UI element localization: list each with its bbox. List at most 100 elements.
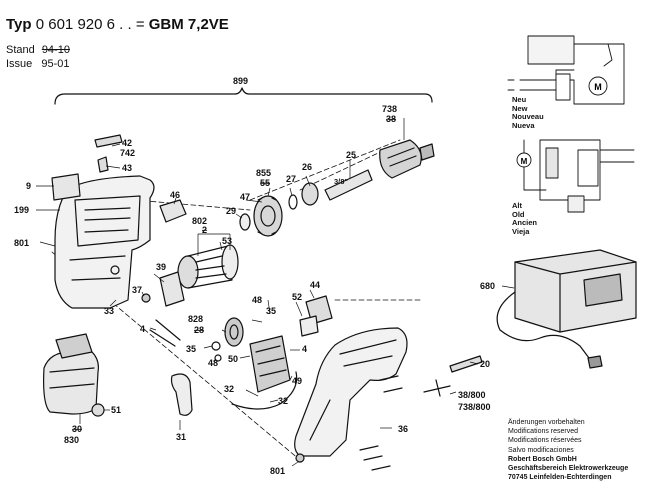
label-742: 742	[120, 148, 135, 158]
typ-model: GBM 7,2VE	[148, 16, 229, 33]
washer-29	[239, 213, 251, 231]
label-899: 899	[233, 76, 248, 86]
bearing-26	[301, 182, 319, 206]
label-37: 37	[132, 285, 142, 295]
typ-equals: =	[135, 16, 145, 33]
languages-new: Neu New Nouveau Nueva	[512, 95, 544, 130]
label-49: 49	[292, 376, 302, 386]
label-20: 20	[480, 359, 490, 369]
label-802: 802	[192, 216, 207, 226]
wiring-diagram-new	[507, 35, 625, 105]
stand-line: Stand 94-10	[6, 44, 70, 56]
issue-label: Issue	[6, 58, 33, 70]
lang-new-fr: Nouveau	[512, 112, 544, 121]
housing-right-half	[294, 327, 408, 457]
gear-28	[224, 317, 244, 347]
spindle-25	[324, 169, 373, 201]
part-38-800	[423, 379, 451, 397]
label-801-top: 801	[14, 238, 29, 248]
motor-802	[177, 244, 239, 289]
label-830: 830	[64, 435, 79, 445]
label-44: 44	[310, 280, 320, 290]
label-30: 30	[72, 424, 82, 434]
label-32-left: 32	[224, 384, 234, 394]
label-828: 828	[188, 314, 203, 324]
label-199: 199	[14, 205, 29, 215]
lang-old-en: Old	[512, 209, 525, 219]
part-43	[97, 156, 109, 173]
switch-50	[249, 335, 291, 393]
label-42: 42	[122, 138, 132, 148]
label-9: 9	[26, 181, 31, 191]
wiring-32	[231, 371, 298, 410]
label-36: 36	[398, 424, 408, 434]
part-46	[159, 199, 187, 223]
label-2: 2	[202, 225, 207, 235]
battery-30	[43, 333, 99, 415]
lang-new-de: Neu	[512, 95, 527, 104]
label-50: 50	[228, 354, 238, 364]
label-33: 33	[104, 306, 114, 316]
screws-36	[359, 375, 403, 471]
motor-symbol-new: M	[594, 82, 602, 92]
label-29: 29	[226, 206, 236, 216]
label-28: 28	[194, 325, 204, 335]
label-48-top: 48	[252, 295, 262, 305]
label-55: 55	[260, 178, 270, 188]
part-labels: 899 738 38 42 742 43 9 199 801 46 25 855…	[14, 76, 495, 476]
label-38: 38	[386, 114, 396, 124]
gearbox-39	[159, 271, 185, 307]
label-53: 53	[222, 236, 232, 246]
languages-old: Alt Old Ancien Vieja	[512, 201, 537, 236]
note-line: Geschäftsbereich Elektrowerkzeuge	[508, 465, 629, 473]
leader-lines	[36, 118, 515, 467]
brush-spring-4	[149, 319, 181, 347]
label-680: 680	[480, 281, 495, 291]
label-48-bottom: 48	[208, 358, 218, 368]
washer-35	[211, 341, 221, 351]
note-line: Modifications reserved	[508, 428, 579, 436]
label-47: 47	[240, 192, 250, 202]
label-25: 25	[346, 150, 356, 160]
label-35-bottom: 35	[186, 344, 196, 354]
part-20	[449, 355, 483, 373]
housing-left-half	[54, 175, 155, 309]
label-738-800: 738/800	[458, 402, 491, 412]
chuck-38	[379, 139, 435, 179]
note-line: 70745 Leinfelden-Echterdingen	[508, 474, 612, 482]
assembly-guide-lines	[51, 139, 421, 461]
label-31: 31	[176, 432, 186, 442]
label-4-right: 4	[302, 344, 307, 354]
label-46: 46	[170, 190, 180, 200]
label-26: 26	[302, 162, 312, 172]
belt-clip-31	[170, 373, 193, 416]
gear-855	[253, 195, 283, 237]
bracket-899	[54, 87, 433, 105]
label-3-8: 3/8"	[334, 177, 348, 186]
label-738: 738	[382, 104, 397, 114]
issue-line: Issue 95-01	[6, 58, 70, 70]
label-4-left: 4	[140, 324, 145, 334]
label-35-top: 35	[266, 306, 276, 316]
wiring-diagram-old	[516, 139, 635, 213]
switch-button-42	[94, 134, 123, 148]
lang-new-es: Nueva	[512, 120, 535, 130]
charger-680	[496, 249, 637, 369]
washer-48	[214, 354, 222, 362]
typ-number: 0 601 920 6 . .	[35, 16, 132, 33]
typ-label: Typ	[6, 16, 32, 33]
label-855: 855	[256, 168, 271, 178]
lang-new-en: New	[512, 103, 528, 113]
note-line: Modifications réservées	[508, 437, 582, 445]
label-801-bottom: 801	[270, 466, 285, 476]
publisher-notes: Änderungen vorbehalten Modifications res…	[508, 418, 628, 482]
model-title: Typ 0 601 920 6 . . = GBM 7,2VE	[6, 16, 229, 33]
screw-37	[141, 293, 151, 303]
note-line: Änderungen vorbehalten	[508, 419, 585, 426]
label-52: 52	[292, 292, 302, 302]
part-51	[91, 403, 105, 417]
screw-801-bottom	[295, 453, 305, 463]
issue-value: 95-01	[41, 58, 70, 70]
lang-old-de: Alt	[512, 201, 522, 210]
